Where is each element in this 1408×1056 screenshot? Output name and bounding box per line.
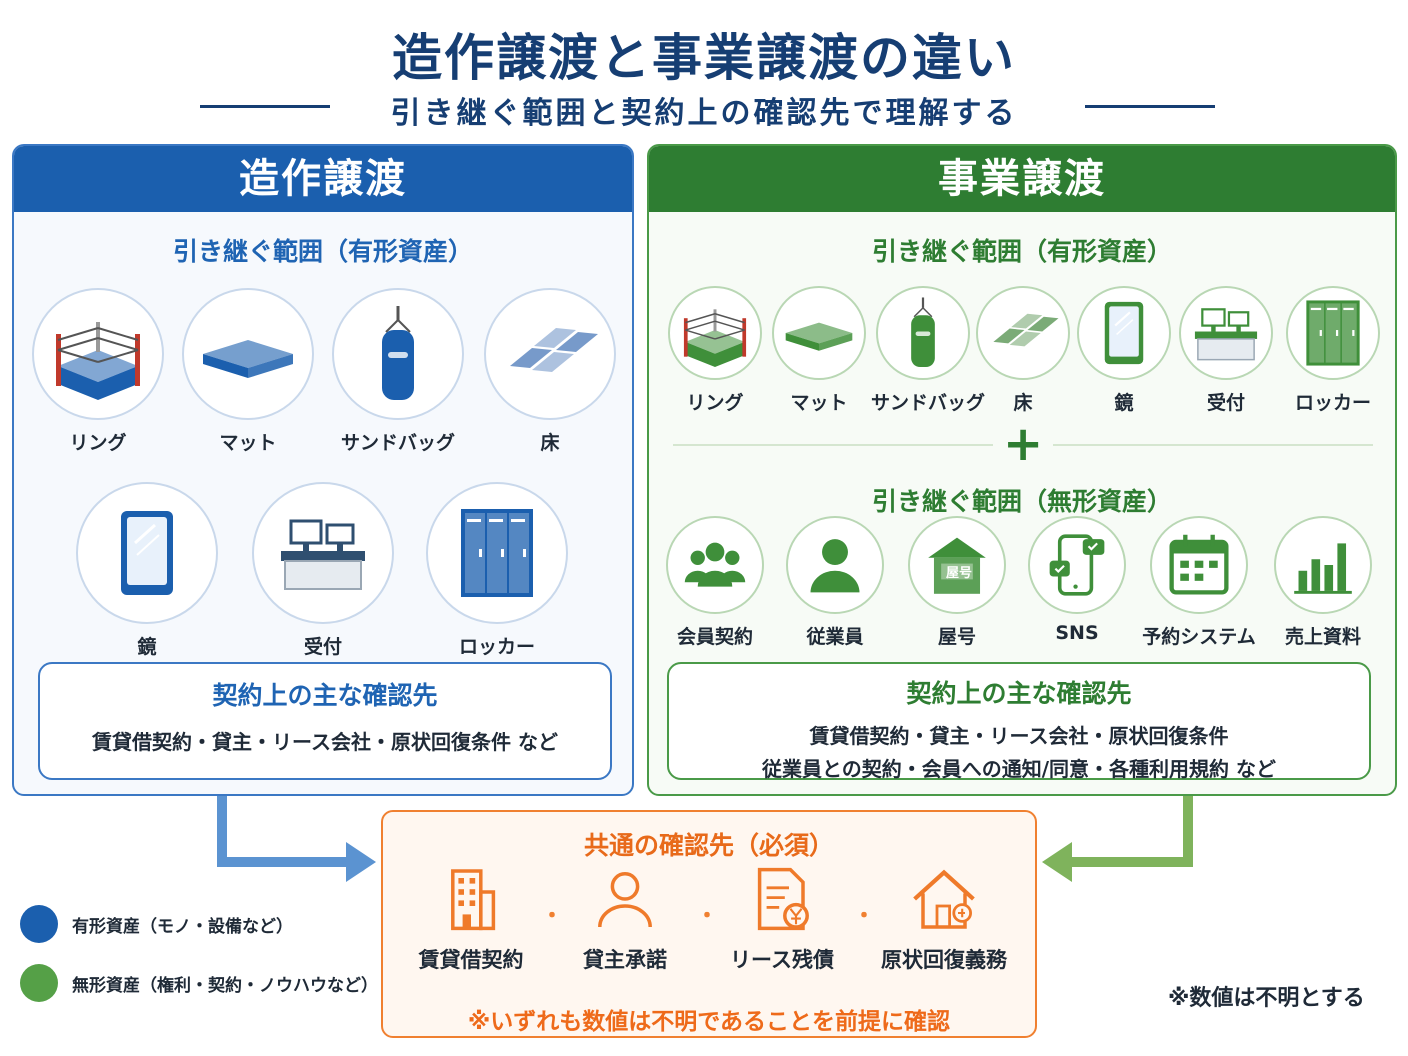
confirm-line2-right: 従業員との契約・会員への通知/同意・各種利用規約 など xyxy=(761,757,1277,781)
panel-heading-right: 事業譲渡 xyxy=(649,146,1395,212)
right-item-reservation-system: 予約システム xyxy=(1139,516,1259,649)
section-title-tangible-right: 引き継ぐ範囲（有形資産） xyxy=(871,237,1172,266)
panel-jigyo-joto: 事業譲渡 引き継ぐ範囲（有形資産） リング マット サンドバッグ 床 鏡 受付 … xyxy=(647,144,1397,796)
footnote: ※数値は不明とする xyxy=(1168,986,1365,1011)
right-item-employee: 従業員 xyxy=(785,516,885,649)
divider-right xyxy=(1053,444,1373,446)
legend-swatch-blue xyxy=(20,905,58,943)
left-item-sandbag: サンドバッグ xyxy=(332,288,464,455)
separator-dot-1: ・ xyxy=(541,904,564,929)
panel-zousaku-joto: 造作譲渡 引き継ぐ範囲（有形資産） リング マット サンドバッグ 床 鏡 受付 … xyxy=(12,144,634,796)
legend-swatch-green xyxy=(20,964,58,1002)
common-title: 共通の確認先（必須） xyxy=(583,831,834,860)
section-title-tangible-left: 引き継ぐ範囲（有形資産） xyxy=(172,237,473,266)
plus-sign: + xyxy=(1003,416,1044,472)
confirm-line1-right: 賃貸借契約・貸主・リース会社・原状回復条件 xyxy=(809,724,1229,748)
common-note: ※いずれも数値は不明であることを前提に確認 xyxy=(467,1009,951,1035)
subtitle-rule-right xyxy=(1085,105,1215,108)
left-item-mat: マット xyxy=(182,288,314,455)
section-title-intangible: 引き継ぐ範囲（無形資産） xyxy=(871,487,1172,516)
page-subtitle: 引き継ぐ範囲と契約上の確認先で理解する xyxy=(390,96,1018,131)
legend-tangible: 有形資産（モノ・設備など） xyxy=(20,905,293,943)
confirm-title-left: 契約上の主な確認先 xyxy=(212,681,438,710)
right-item-floor: 床 xyxy=(975,286,1071,415)
divider-left xyxy=(673,444,993,446)
common-item-lease-contract: 賃貸借契約 xyxy=(410,864,532,974)
arrow-left-head xyxy=(346,842,376,882)
confirm-box-right: 契約上の主な確認先 賃貸借契約・貸主・リース会社・原状回復条件 従業員との契約・… xyxy=(667,662,1371,781)
right-item-locker: ロッカー xyxy=(1281,286,1385,415)
confirm-title-right: 契約上の主な確認先 xyxy=(906,679,1132,708)
building-icon xyxy=(436,864,506,934)
confirm-box-left: 契約上の主な確認先 賃貸借契約・貸主・リース会社・原状回復条件 など xyxy=(38,662,612,780)
arrow-right-head xyxy=(1042,842,1072,882)
arrow-left-to-common xyxy=(217,796,350,867)
right-item-sandbag: サンドバッグ xyxy=(871,286,985,415)
common-item-lease-balance: リース残債 xyxy=(720,864,844,974)
right-item-members: 会員契約 xyxy=(663,516,767,649)
right-item-mirror: 鏡 xyxy=(1076,286,1172,415)
left-item-floor: 床 xyxy=(484,288,616,455)
confirm-text-left: 賃貸借契約・貸主・リース会社・原状回復条件 など xyxy=(92,730,558,754)
landlord-icon xyxy=(590,864,660,934)
subtitle-rule-left xyxy=(200,105,330,108)
left-item-ring: リング xyxy=(32,288,164,455)
arrow-right-to-common xyxy=(1068,796,1193,867)
left-item-locker: ロッカー xyxy=(426,482,568,659)
left-item-mirror: 鏡 xyxy=(76,482,218,659)
house-repair-icon xyxy=(909,864,979,934)
separator-dot-3: ・ xyxy=(853,904,876,929)
common-item-restoration: 原状回復義務 xyxy=(872,864,1016,974)
right-item-sales-data: 売上資料 xyxy=(1271,516,1375,649)
right-item-shop-name: 屋号 屋号 xyxy=(907,516,1007,649)
panel-heading-left: 造作譲渡 xyxy=(14,146,632,212)
page-title: 造作譲渡と事業譲渡の違い xyxy=(392,29,1016,87)
right-item-reception: 受付 xyxy=(1178,286,1274,415)
left-item-reception: 受付 xyxy=(252,482,394,659)
shop-sign-text: 屋号 xyxy=(945,566,972,581)
right-item-ring: リング xyxy=(667,286,763,415)
legend-intangible: 無形資産（権利・契約・ノウハウなど） xyxy=(20,964,378,1002)
right-item-mat: マット xyxy=(771,286,867,415)
right-item-sns: SNS xyxy=(1027,516,1127,644)
separator-dot-2: ・ xyxy=(696,904,719,929)
lease-document-yen-icon xyxy=(747,864,817,934)
common-item-landlord-approval: 貸主承諾 xyxy=(568,864,682,974)
common-confirm-box: 共通の確認先（必須） ※いずれも数値は不明であることを前提に確認 xyxy=(381,810,1037,1038)
